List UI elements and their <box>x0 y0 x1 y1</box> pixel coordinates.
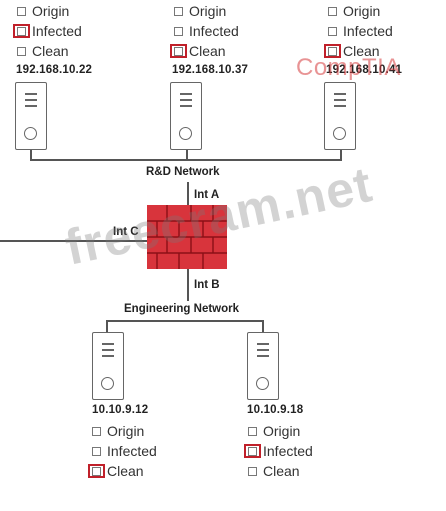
rd-network-label: R&D Network <box>146 166 220 178</box>
server-icon <box>15 82 47 150</box>
int-c-label: Int C <box>113 226 139 238</box>
host-3-ip: 192.168.10.41 <box>326 64 403 76</box>
option-label: Clean <box>32 43 69 59</box>
host-3-option-clean[interactable]: Clean <box>324 42 380 60</box>
host-3-option-infected[interactable]: Infected <box>328 22 393 40</box>
option-label: Clean <box>107 463 144 479</box>
server-icon <box>170 82 202 150</box>
int-a-label: Int A <box>194 189 220 201</box>
connector-line <box>262 320 264 332</box>
option-label: Infected <box>107 443 157 459</box>
host-1-option-clean[interactable]: Clean <box>17 42 69 60</box>
host-4-ip: 10.10.9.12 <box>92 404 149 416</box>
checkbox[interactable] <box>17 46 26 56</box>
checkbox[interactable] <box>92 426 101 436</box>
checkbox[interactable] <box>174 6 183 16</box>
connector-line <box>340 150 342 160</box>
option-label: Origin <box>32 3 70 19</box>
checkbox-highlighted[interactable] <box>244 443 261 458</box>
checkbox-highlighted[interactable] <box>88 463 105 478</box>
host-2-option-clean[interactable]: Clean <box>170 42 226 60</box>
server-icon <box>324 82 356 150</box>
host-5-ip: 10.10.9.18 <box>247 404 304 416</box>
option-label: Origin <box>343 3 381 19</box>
checkbox[interactable] <box>328 6 337 16</box>
option-label: Clean <box>189 43 226 59</box>
int-c-line <box>0 240 147 242</box>
server-icon <box>92 332 124 400</box>
checkbox[interactable] <box>17 6 26 16</box>
option-label: Clean <box>343 43 380 59</box>
option-label: Infected <box>32 23 82 39</box>
host-2-option-origin[interactable]: Origin <box>174 2 226 20</box>
option-label: Origin <box>107 423 145 439</box>
host-4-option-origin[interactable]: Origin <box>92 422 144 440</box>
server-icon <box>247 332 279 400</box>
host-5-option-infected[interactable]: Infected <box>244 442 313 460</box>
int-b-label: Int B <box>194 279 220 291</box>
option-label: Infected <box>263 443 313 459</box>
host-1-option-origin[interactable]: Origin <box>17 2 69 20</box>
checkbox-highlighted[interactable] <box>13 23 30 38</box>
checkbox[interactable] <box>328 26 337 36</box>
host-2-ip: 192.168.10.37 <box>172 64 249 76</box>
connector-line <box>187 269 189 301</box>
host-1-option-infected[interactable]: Infected <box>13 22 82 40</box>
checkbox-highlighted[interactable] <box>170 43 187 58</box>
connector-line <box>30 150 32 160</box>
option-label: Origin <box>189 3 227 19</box>
engineering-network-label: Engineering Network <box>124 303 240 315</box>
option-label: Infected <box>343 23 393 39</box>
option-label: Origin <box>263 423 301 439</box>
firewall-icon[interactable] <box>147 205 227 269</box>
host-3-option-origin[interactable]: Origin <box>328 2 380 20</box>
checkbox[interactable] <box>174 26 183 36</box>
host-1-ip: 192.168.10.22 <box>16 64 93 76</box>
host-2-option-infected[interactable]: Infected <box>174 22 239 40</box>
checkbox[interactable] <box>92 446 101 456</box>
connector-line <box>187 182 189 206</box>
checkbox[interactable] <box>248 426 257 436</box>
host-5-option-origin[interactable]: Origin <box>248 422 300 440</box>
host-5-option-clean[interactable]: Clean <box>248 462 300 480</box>
rd-network-bus <box>30 159 342 161</box>
option-label: Infected <box>189 23 239 39</box>
option-label: Clean <box>263 463 300 479</box>
connector-line <box>186 150 188 160</box>
checkbox-highlighted[interactable] <box>324 43 341 58</box>
engineering-network-bus <box>106 320 263 322</box>
host-4-option-clean[interactable]: Clean <box>88 462 144 480</box>
host-4-option-infected[interactable]: Infected <box>92 442 157 460</box>
connector-line <box>106 320 108 332</box>
checkbox[interactable] <box>248 466 257 476</box>
